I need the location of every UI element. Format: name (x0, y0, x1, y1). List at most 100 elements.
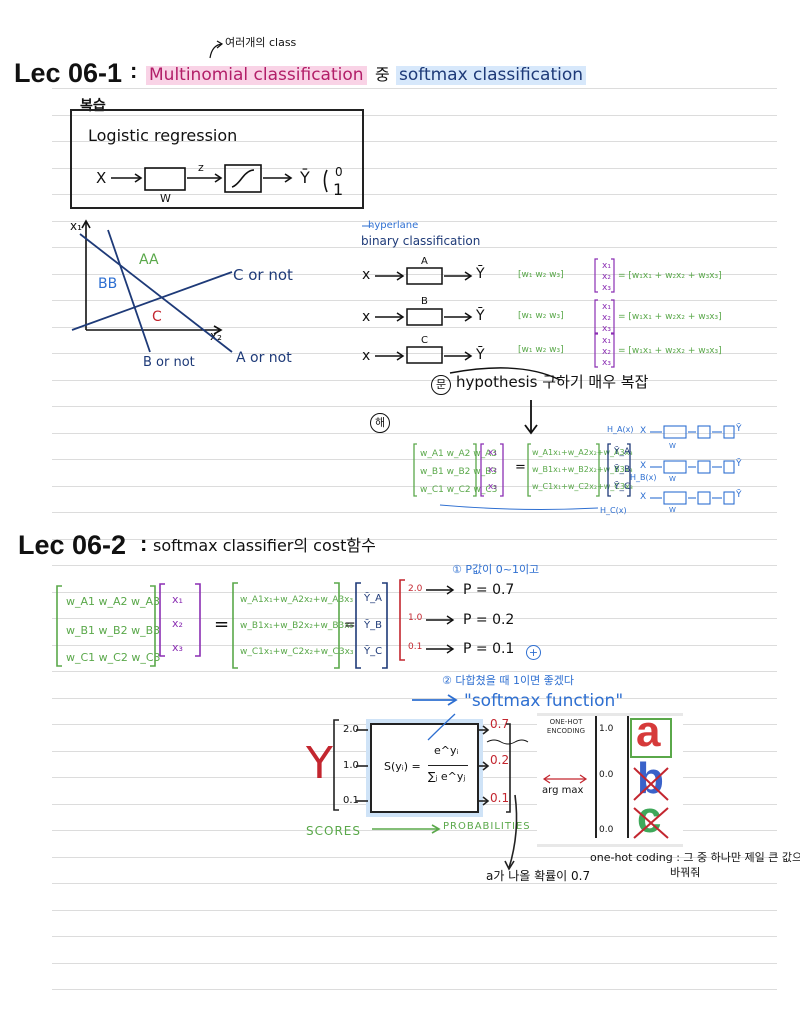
onehot-value: 0.0 (599, 825, 614, 835)
scores-label: SCORES (306, 824, 361, 838)
formula-fraction-bar (428, 765, 468, 766)
question-mark: 문 (431, 375, 451, 395)
score: 0.1 (408, 642, 423, 652)
lec1-title-softmax: softmax classification (396, 66, 587, 85)
lec2-title: softmax classifier의 cost함수 (153, 536, 376, 555)
onehot-value: 0.0 (599, 770, 614, 780)
ruled-line (52, 194, 777, 195)
row-out: Ȳ (476, 347, 485, 363)
onehot-value: 1.0 (599, 724, 614, 734)
w-row: w_C1 w_C2 w_C3 (66, 651, 161, 664)
row-node: C (421, 335, 428, 346)
ha-label: H_A(x) (607, 425, 634, 434)
ruled-line (52, 830, 777, 831)
ruled-line (52, 857, 777, 858)
row-out: Ȳ (476, 266, 485, 282)
ruled-line (52, 989, 777, 990)
x-entry: x₁ (488, 448, 497, 458)
row-x: x (362, 267, 371, 283)
y-entry: Ȳ_C (364, 646, 383, 657)
x-entry: x₁ (172, 593, 183, 606)
ruled-line (52, 910, 777, 911)
review-z: z (198, 161, 204, 174)
probabilities-label: PROBABILITIES (443, 821, 531, 832)
y-entry: Ȳ_C (614, 482, 631, 492)
graph-line-c-label: C or not (233, 266, 293, 284)
ruled-line (52, 406, 777, 407)
onehot-tag: ONE-HOT ENCODING (546, 718, 586, 735)
review-heading: Logistic regression (88, 126, 238, 145)
prob: P = 0.2 (463, 612, 515, 628)
ruled-line (52, 327, 777, 328)
prob: 0.2 (490, 753, 510, 767)
row-result: = [w₁x₁ + w₂x₂ + w₃x₃] (618, 271, 722, 281)
graph-axis-y-label: x₁ (70, 219, 82, 233)
x-entry: x₃ (488, 482, 497, 492)
formula-denominator: ∑ⱼ e^yⱼ (428, 770, 466, 783)
score: 0.1 (343, 795, 359, 806)
mini-x: X (640, 492, 647, 502)
mini-y: Ȳ (736, 424, 742, 434)
row-x: x (362, 348, 371, 364)
lec1-colon: : (130, 58, 138, 83)
softmax-y: Y (306, 738, 333, 789)
graph-label-bb: BB (98, 276, 118, 292)
ruled-line (52, 565, 777, 566)
ruled-line (52, 671, 777, 672)
binary-title: binary classification (361, 234, 481, 248)
score: 2.0 (343, 724, 359, 735)
onehot-panel (537, 713, 683, 847)
w-row: w_B1 w_B2 w_B3 (420, 467, 498, 477)
ruled-line (52, 512, 777, 513)
formula-left: S(yᵢ) = (384, 760, 421, 773)
mini-w: W (669, 442, 676, 450)
graph-label-aa: AA (139, 252, 159, 268)
row-out: Ȳ (476, 308, 485, 324)
lec1-label: Lec 06-1 (14, 58, 123, 88)
w-row: w_A1 w_A2 w_A3 (420, 449, 497, 459)
x-entry: x₂ (488, 465, 497, 475)
row-vec-1: x₁ (602, 336, 611, 346)
row-vec-1: x₁ (602, 302, 611, 312)
row-weights: [w₁ w₂ w₃] (518, 311, 564, 321)
note-a-probability: a가 나올 확률이 0.7 (486, 869, 591, 883)
mini-y: Ȳ (736, 490, 742, 500)
ruled-line (52, 433, 777, 434)
ruled-line (52, 645, 777, 646)
y-entry: Ȳ_B (364, 620, 382, 631)
ruled-line (52, 539, 777, 540)
matrix2-equals: = (214, 614, 230, 635)
mini-w: W (669, 506, 676, 514)
note-sum-one: ② 다합쳤을 때 1이면 좋겠다 (442, 674, 575, 687)
mini-y: Ȳ (736, 459, 742, 469)
onehot-note-line2: 바꿔줘 (670, 866, 701, 879)
letter-a: a (636, 707, 661, 756)
softmax-title: "softmax function" (464, 691, 624, 711)
row-vec-2: x₂ (602, 272, 611, 282)
review-zero: 0 (335, 165, 343, 179)
row-vec-3: x₃ (602, 283, 611, 293)
class-annotation: 여러개의 class (225, 36, 297, 49)
graph-line-b-label: B or not (143, 355, 195, 370)
score: 1.0 (343, 760, 359, 771)
prob: P = 0.7 (463, 582, 515, 598)
y-entry: Ȳ_B (614, 465, 631, 475)
ruled-line (52, 936, 777, 937)
ruled-line (52, 883, 777, 884)
ruled-line (52, 300, 777, 301)
row-node: B (421, 296, 428, 307)
row-vec-2: x₂ (602, 347, 611, 357)
prob: P = 0.1 (463, 641, 515, 657)
score: 2.0 (408, 584, 423, 594)
ruled-line (52, 274, 777, 275)
ruled-line (52, 141, 777, 142)
review-box (70, 109, 364, 209)
review-x: X (96, 169, 107, 187)
plus-circle: + (526, 645, 541, 660)
ruled-line (52, 698, 777, 699)
r-row: w_C1x₁+w_C2x₂+w_C3x₃ (240, 647, 354, 657)
argmax-label: arg max (542, 785, 584, 796)
question-text: hypothesis 구하기 매우 복잡 (456, 373, 649, 391)
